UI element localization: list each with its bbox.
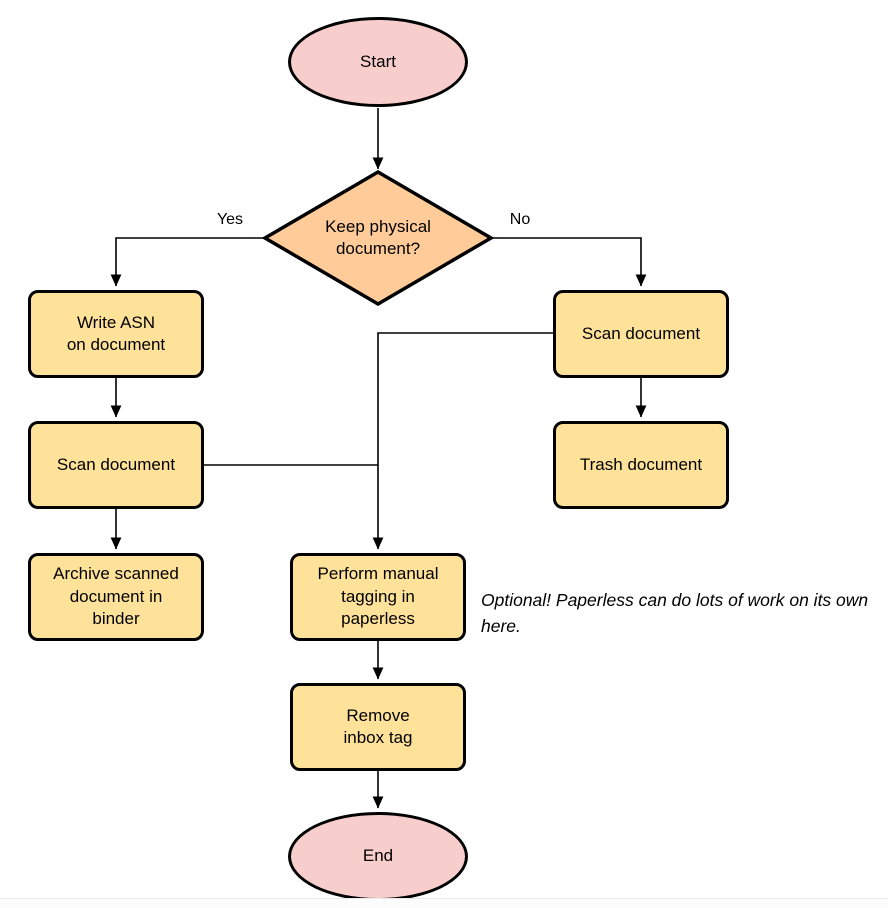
node-archive-binder: Archive scanned document in binder [28, 553, 204, 641]
node-end: End [288, 812, 468, 901]
node-start: Start [288, 17, 468, 107]
decision-diamond-shape [261, 169, 495, 307]
edge-label-yes: Yes [205, 211, 255, 229]
decision-label: Keep physical document? [325, 216, 431, 258]
node-write-asn: Write ASN on document [28, 290, 204, 378]
page-bottom-edge [0, 898, 888, 908]
annotation-optional-note: Optional! Paperless can do lots of work … [481, 590, 869, 637]
node-scan-document-right: Scan document [553, 290, 729, 378]
node-decision: Keep physical document? [261, 168, 495, 308]
edge-label-no: No [498, 211, 542, 229]
node-scan-document-left: Scan document [28, 421, 204, 509]
node-manual-tagging: Perform manual tagging in paperless [290, 553, 466, 641]
node-trash-document: Trash document [553, 421, 729, 509]
edge-decision-no [489, 237, 647, 287]
node-remove-inbox-tag: Remove inbox tag [290, 683, 466, 771]
edge-scanright-to-tagging [372, 332, 554, 550]
edge-decision-yes [110, 237, 266, 287]
